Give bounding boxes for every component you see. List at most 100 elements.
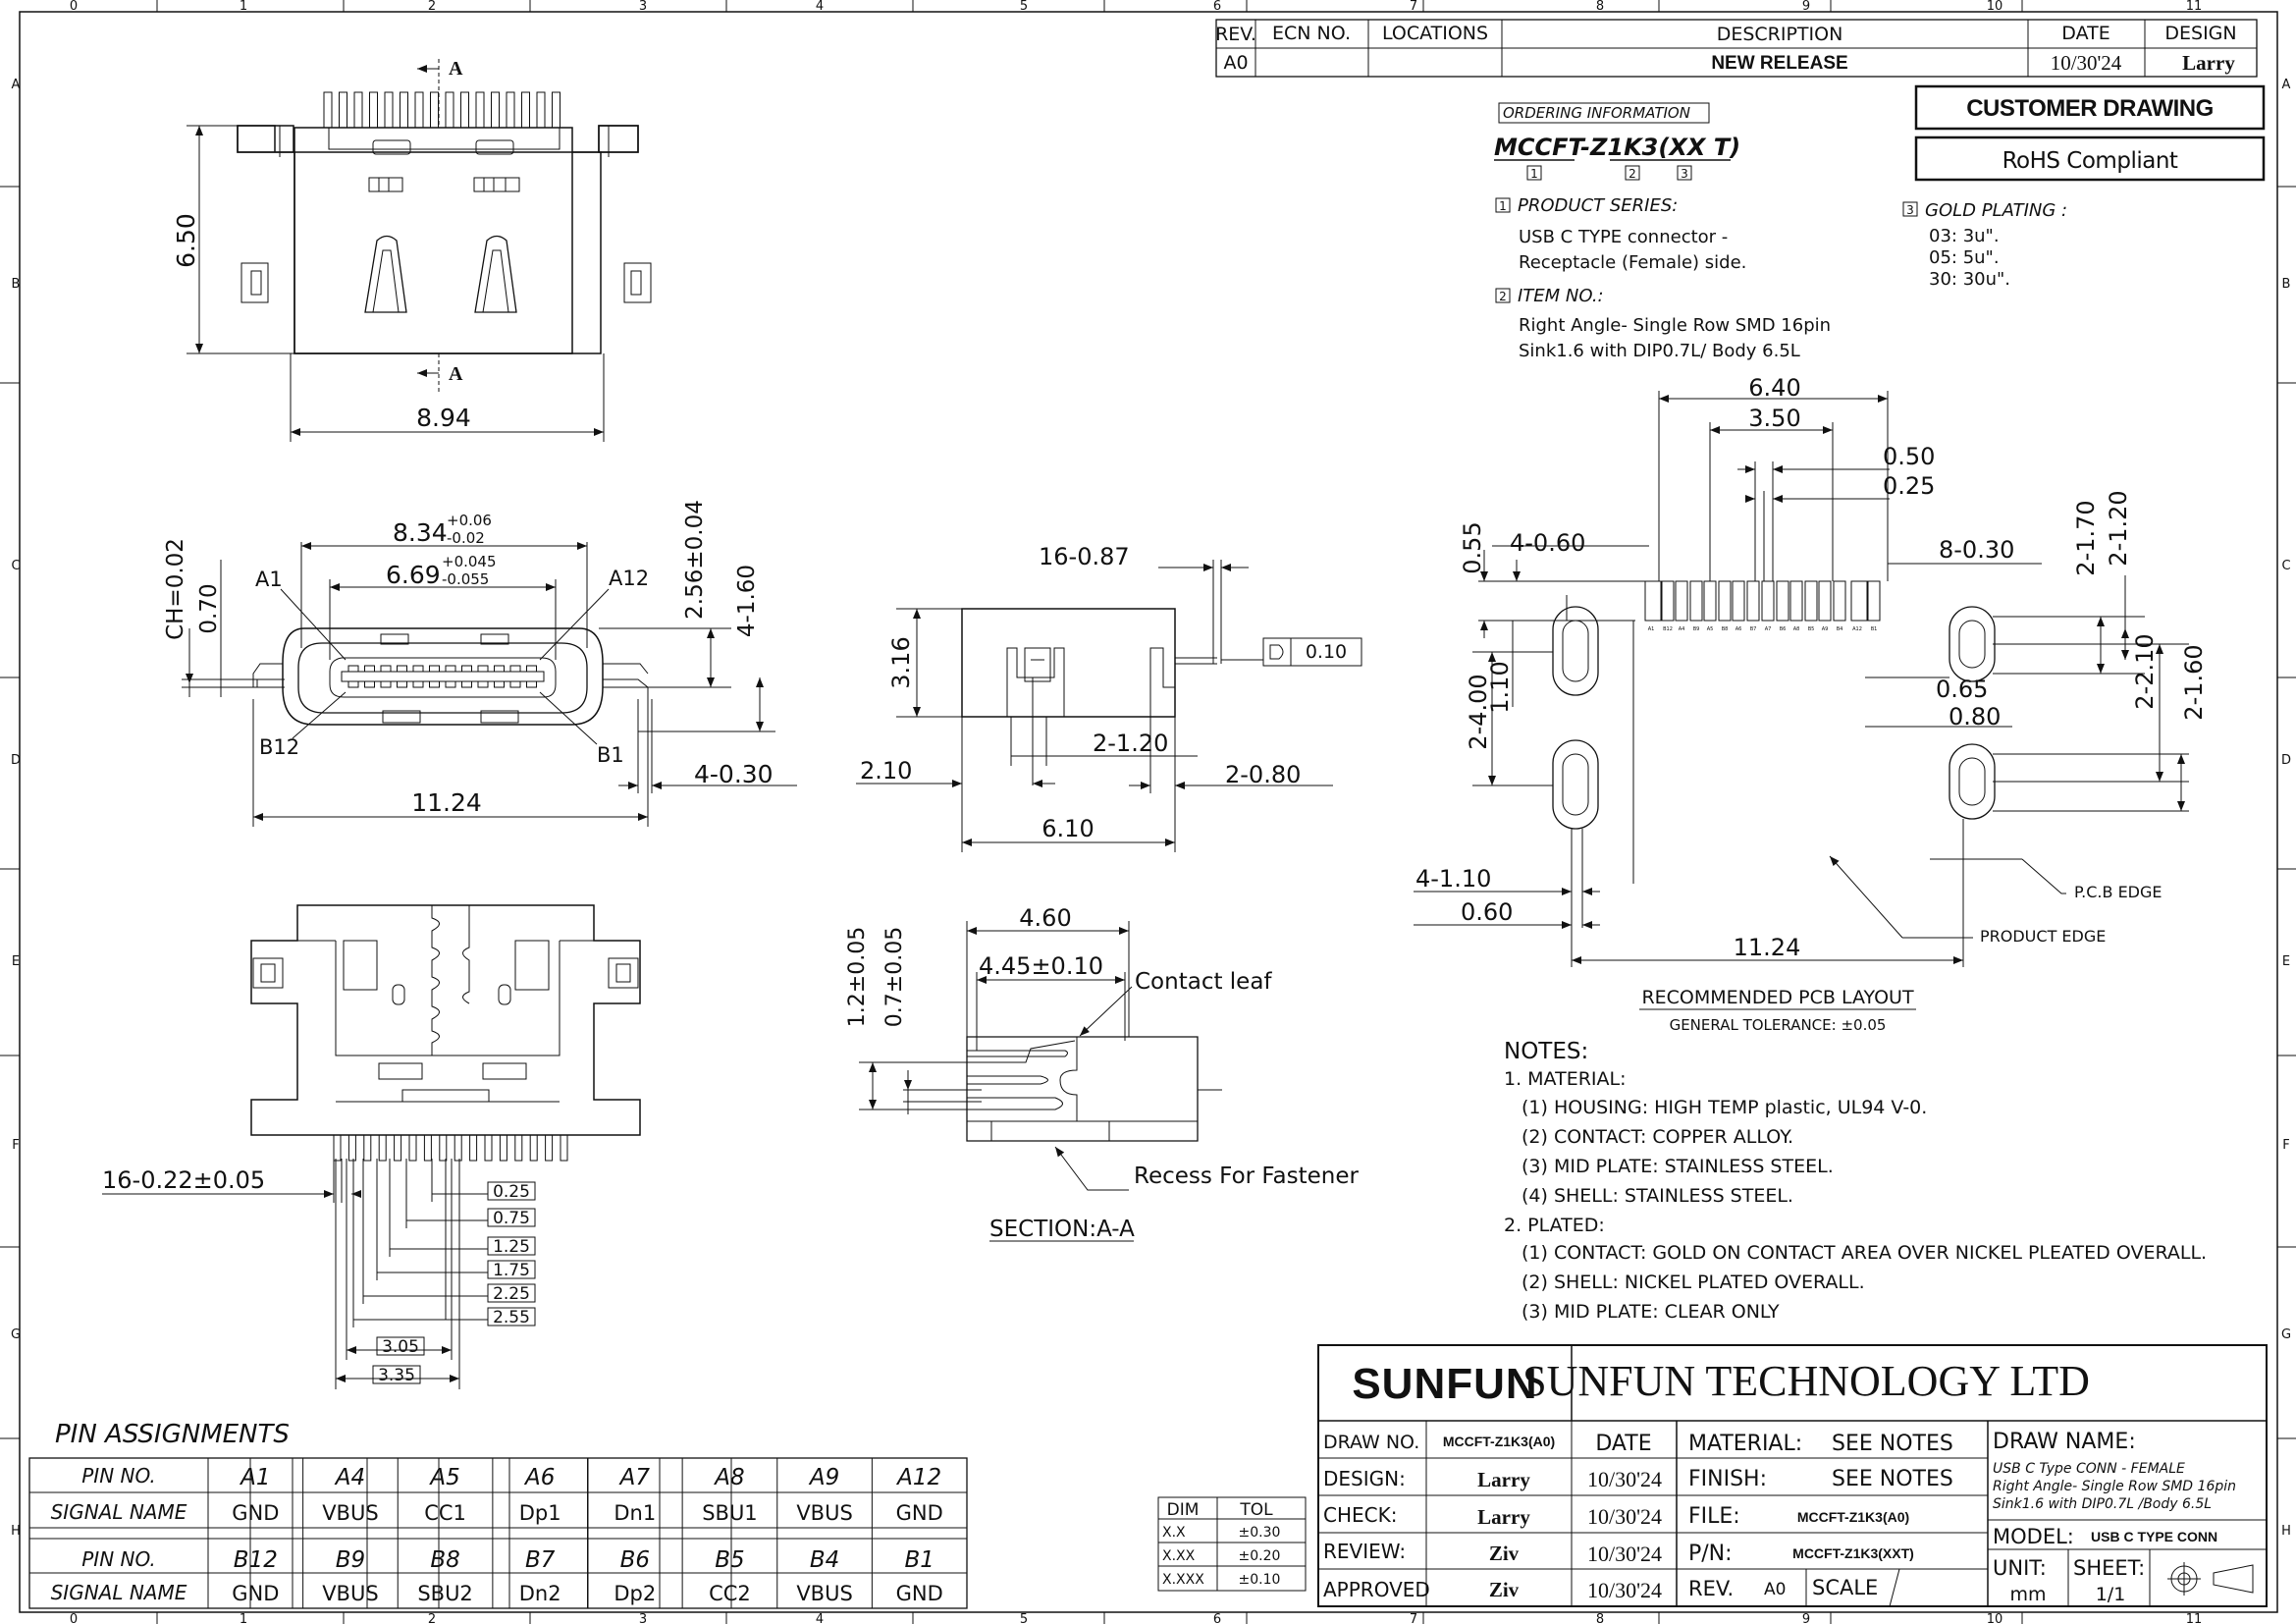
pcb-pad bbox=[1732, 580, 1745, 622]
row-letter-left: D bbox=[11, 753, 21, 768]
top-pin bbox=[323, 91, 333, 129]
dim-4030: 4-0.30 bbox=[694, 760, 774, 788]
top-pin bbox=[460, 91, 469, 129]
pcb-pad bbox=[1675, 580, 1688, 622]
pin-b-signal: VBUS bbox=[796, 1582, 852, 1605]
section-mark-bottom: A bbox=[449, 363, 463, 385]
offset-dim-value: 0.25 bbox=[493, 1182, 530, 1202]
col-number-top: 11 bbox=[2186, 0, 2203, 14]
item-marker: 2 bbox=[1499, 290, 1507, 303]
series-marker: 1 bbox=[1499, 199, 1507, 213]
rohs-badge: RoHS Compliant bbox=[2002, 148, 2178, 174]
front-contact bbox=[412, 680, 424, 688]
top-pin bbox=[445, 91, 454, 129]
top-pin bbox=[369, 91, 378, 129]
pcb-edge-label: P.C.B EDGE bbox=[2074, 883, 2163, 901]
pcb-pad bbox=[1867, 580, 1881, 622]
pin-a-signal: GND bbox=[896, 1501, 943, 1525]
bottom-pin bbox=[394, 1134, 402, 1162]
tol-header-dim: DIM bbox=[1167, 1500, 1200, 1520]
pcb-pad bbox=[1661, 580, 1675, 622]
offset-dim-value: 0.75 bbox=[493, 1209, 530, 1228]
dim-060: 0.60 bbox=[1461, 898, 1513, 926]
ordering-title: ORDERING INFORMATION bbox=[1503, 104, 1690, 122]
draw-no-value: MCCFT-Z1K3(A0) bbox=[1443, 1434, 1555, 1449]
approved-date: 10/30'24 bbox=[1587, 1578, 1662, 1602]
date-value: 10/30'24 bbox=[2051, 51, 2122, 75]
notes-title: NOTES: bbox=[1504, 1039, 1588, 1064]
col-number-bottom: 10 bbox=[1987, 1612, 2003, 1624]
bottom-pin bbox=[560, 1134, 568, 1162]
tol-row-3-dim: X.XXX bbox=[1162, 1572, 1204, 1588]
rev-value-tb: A0 bbox=[1764, 1580, 1786, 1599]
pcb-pin-label: B4 bbox=[1837, 626, 1843, 632]
pcb-pad bbox=[1644, 580, 1662, 622]
pin-b-number: B1 bbox=[904, 1547, 934, 1573]
row-letter-right: C bbox=[2281, 559, 2290, 573]
front-contact bbox=[397, 665, 407, 673]
dim-07: 0.7±0.05 bbox=[882, 927, 907, 1027]
pin-b-number: B4 bbox=[810, 1547, 839, 1573]
dim-4060: 4-0.60 bbox=[1510, 529, 1585, 557]
front-contact bbox=[397, 680, 407, 688]
pcb-pad bbox=[1789, 580, 1803, 622]
col-number-bottom: 0 bbox=[70, 1612, 78, 1624]
pin-b-signal: GND bbox=[896, 1582, 943, 1605]
marker-2: 2 bbox=[1629, 167, 1636, 181]
pin-a-signal: VBUS bbox=[796, 1501, 852, 1525]
pin-a-number: A12 bbox=[895, 1465, 941, 1490]
pcb-tolerance: GENERAL TOLERANCE: ±0.05 bbox=[1670, 1016, 1887, 1034]
bottom-pin bbox=[454, 1134, 462, 1162]
dim-669: 6.69 bbox=[386, 561, 441, 589]
top-pin bbox=[552, 91, 561, 129]
bottom-pin bbox=[484, 1134, 493, 1162]
front-contact bbox=[347, 680, 359, 688]
bottom-pin bbox=[423, 1134, 432, 1162]
label-a12: A12 bbox=[609, 567, 649, 590]
bottom-pin bbox=[514, 1134, 523, 1162]
row-letter-left: A bbox=[12, 78, 21, 92]
design-value: Larry bbox=[2182, 51, 2235, 75]
front-contact bbox=[526, 665, 537, 673]
dim-256: 2.56±0.04 bbox=[682, 500, 708, 620]
pin-a-signal: Dp1 bbox=[519, 1501, 561, 1525]
dim-110: 1.10 bbox=[1486, 661, 1514, 713]
bottom-pin bbox=[347, 1134, 356, 1162]
pin-b-signal: GND bbox=[232, 1582, 279, 1605]
pn-label: P/N: bbox=[1688, 1542, 1733, 1566]
dim-316: 3.16 bbox=[887, 636, 915, 688]
col-number-top: 7 bbox=[1410, 0, 1417, 14]
pcb-pin-label: B12 bbox=[1663, 626, 1673, 632]
pin-b-number: B9 bbox=[336, 1547, 365, 1573]
dim-4110: 4-1.10 bbox=[1415, 865, 1491, 893]
pcb-pad bbox=[1818, 580, 1832, 622]
draw-name-line-2: Right Angle- Single Row SMD 16pin bbox=[1993, 1479, 2236, 1494]
gold-title: GOLD PLATING : bbox=[1925, 200, 2067, 221]
dim-669-tol-up: +0.045 bbox=[442, 553, 497, 570]
pcb-pin-label: B1 bbox=[1871, 626, 1878, 632]
front-contact bbox=[477, 680, 489, 688]
dim-460: 4.60 bbox=[1019, 904, 1071, 932]
col-number-top: 2 bbox=[428, 0, 436, 14]
approved-value: Ziv bbox=[1489, 1578, 1520, 1601]
gold-line-3: 30: 30u". bbox=[1929, 269, 2010, 290]
design-header: DESIGN bbox=[2164, 23, 2236, 44]
bottom-pin bbox=[529, 1134, 538, 1162]
front-contact bbox=[380, 665, 392, 673]
pcb-pad bbox=[1718, 580, 1732, 622]
review-date: 10/30'24 bbox=[1587, 1542, 1662, 1566]
description-header: DESCRIPTION bbox=[1717, 24, 1843, 45]
front-contact bbox=[412, 665, 424, 673]
note-line-6: 2. PLATED: bbox=[1504, 1215, 1605, 1236]
pcb-pad bbox=[1850, 580, 1868, 622]
part-prefix: MCCFT bbox=[1494, 134, 1586, 161]
dim-210: 2.10 bbox=[860, 757, 912, 785]
top-pin bbox=[430, 91, 439, 129]
scale-label: SCALE bbox=[1812, 1576, 1878, 1599]
pin-a-number: A8 bbox=[713, 1465, 744, 1490]
col-number-top: 5 bbox=[1020, 0, 1028, 14]
dim-834: 8.34 bbox=[393, 518, 448, 547]
pcb-pin-label: B9 bbox=[1693, 626, 1700, 632]
col-number-bottom: 1 bbox=[240, 1612, 247, 1624]
